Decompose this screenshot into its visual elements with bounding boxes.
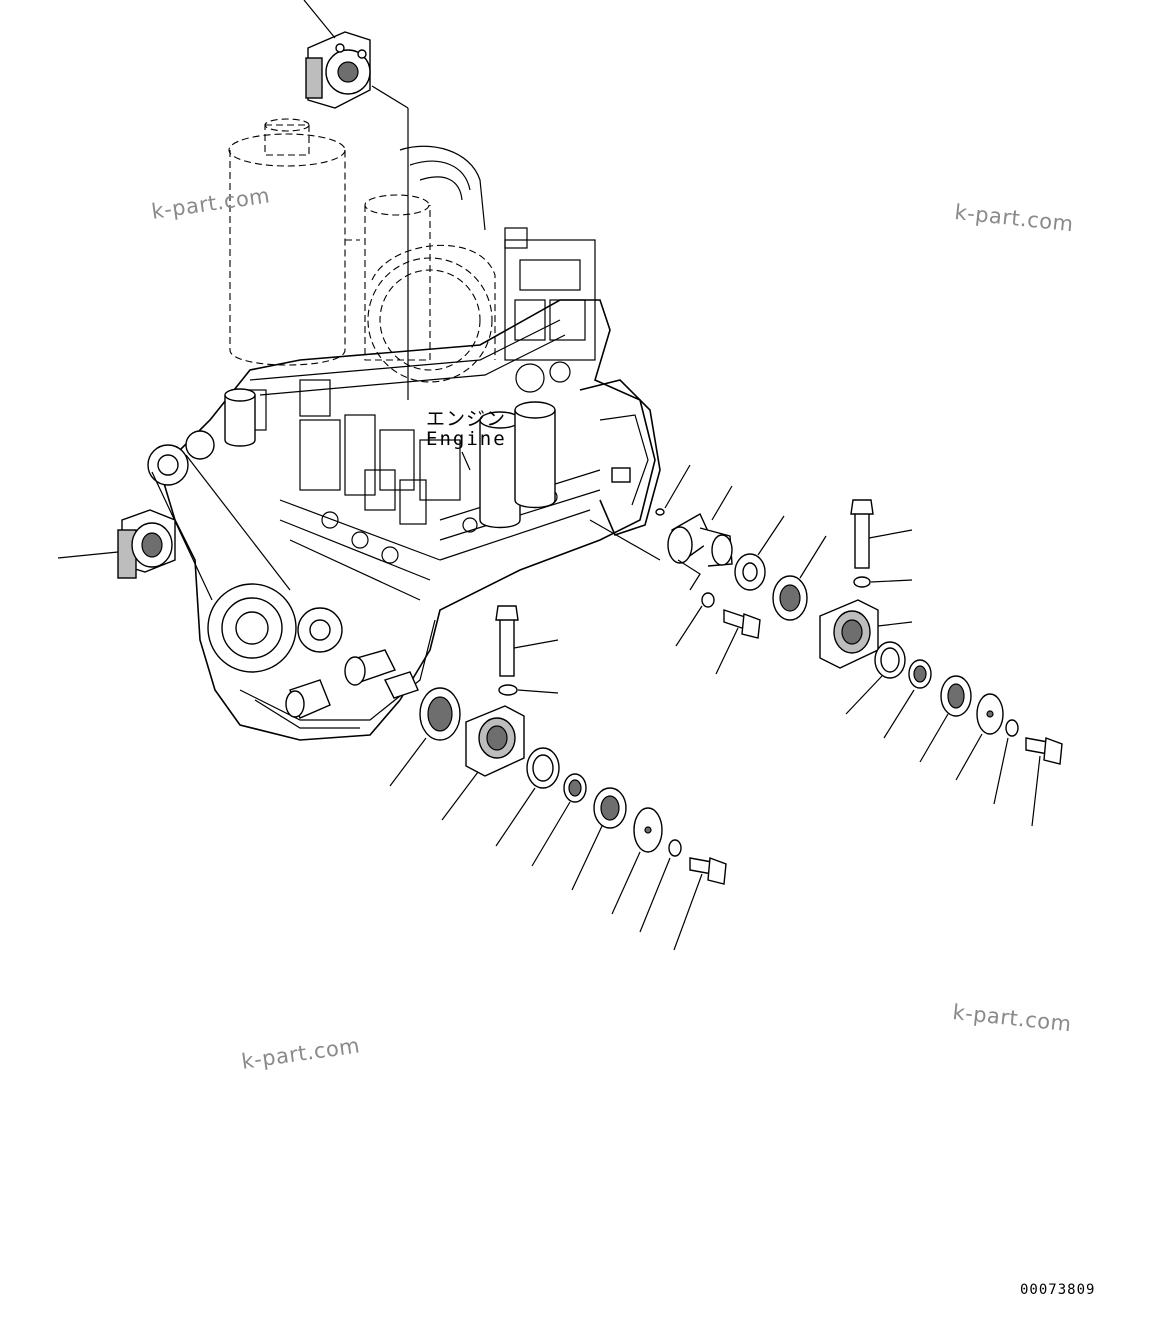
engine-assembly [147,145,661,741]
engine-label-english: Engine [426,428,507,450]
document-id: 00073809 [1020,1282,1096,1298]
engine-label-leader [461,451,471,471]
left-mount-bracket [57,509,176,579]
center-mount-parts [389,605,727,951]
right-mount-parts [655,464,1063,827]
air-cleaner-outline [228,118,496,383]
engine-label-japanese: エンジン [426,408,507,430]
top-mount-bracket [303,0,409,400]
